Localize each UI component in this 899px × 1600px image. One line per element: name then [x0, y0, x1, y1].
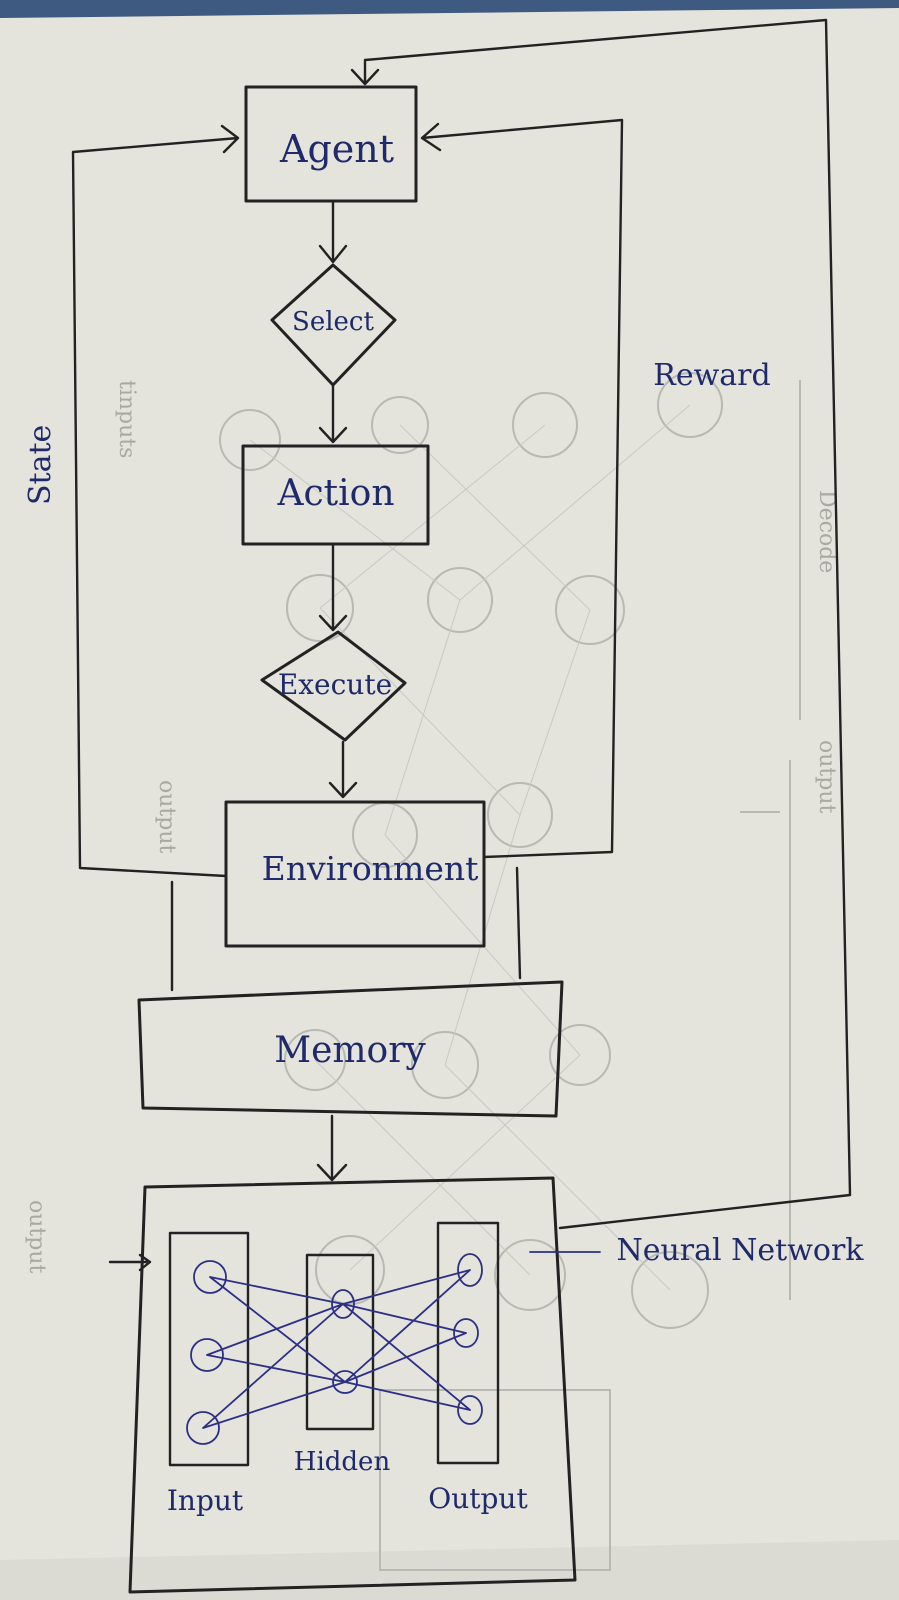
output-layer-box — [436, 1221, 500, 1465]
hidden-layer-box — [305, 1253, 375, 1431]
input-label: Input — [167, 1484, 244, 1517]
connector-environment-memory — [170, 866, 522, 992]
agent-box — [244, 85, 418, 203]
environment-box — [224, 800, 486, 948]
svg-text:output: output — [814, 740, 839, 814]
select-label: Select — [292, 307, 374, 337]
hidden-neurons — [331, 1289, 358, 1394]
neural-network-label: Neural Network — [616, 1233, 864, 1268]
neural-network-box — [128, 1176, 577, 1594]
state-label: State — [23, 425, 58, 505]
action-box — [241, 444, 430, 546]
arrow-memory-to-network — [316, 1114, 348, 1182]
svg-text:output: output — [154, 780, 179, 854]
environment-label: Environment — [262, 849, 479, 888]
network-connections — [202, 1269, 471, 1429]
output-neurons — [453, 1253, 483, 1425]
bleed-through-marks: tinputs output output output Decode — [24, 372, 839, 1571]
reward-loop-line — [420, 118, 624, 859]
svg-text:tinputs: tinputs — [114, 380, 139, 458]
memory-box — [137, 980, 564, 1118]
execute-label: Execute — [278, 668, 392, 701]
arrow-action-to-execute — [318, 543, 348, 632]
arrow-select-to-action — [318, 384, 348, 444]
memory-label: Memory — [274, 1030, 426, 1071]
network-feedback-line — [350, 18, 852, 1230]
input-layer-box — [168, 1231, 250, 1467]
arrow-agent-to-select — [318, 200, 348, 264]
reward-label: Reward — [653, 358, 770, 393]
action-label: Action — [277, 473, 395, 514]
svg-text:output: output — [24, 1200, 49, 1274]
arrow-execute-to-environment — [328, 740, 358, 799]
state-loop-line — [71, 124, 240, 878]
output-label: Output — [428, 1482, 528, 1515]
hidden-label: Hidden — [294, 1447, 391, 1477]
agent-label: Agent — [279, 127, 394, 171]
paper-sheet — [0, 8, 899, 1600]
execute-diamond — [260, 630, 407, 742]
input-neurons — [186, 1260, 227, 1445]
